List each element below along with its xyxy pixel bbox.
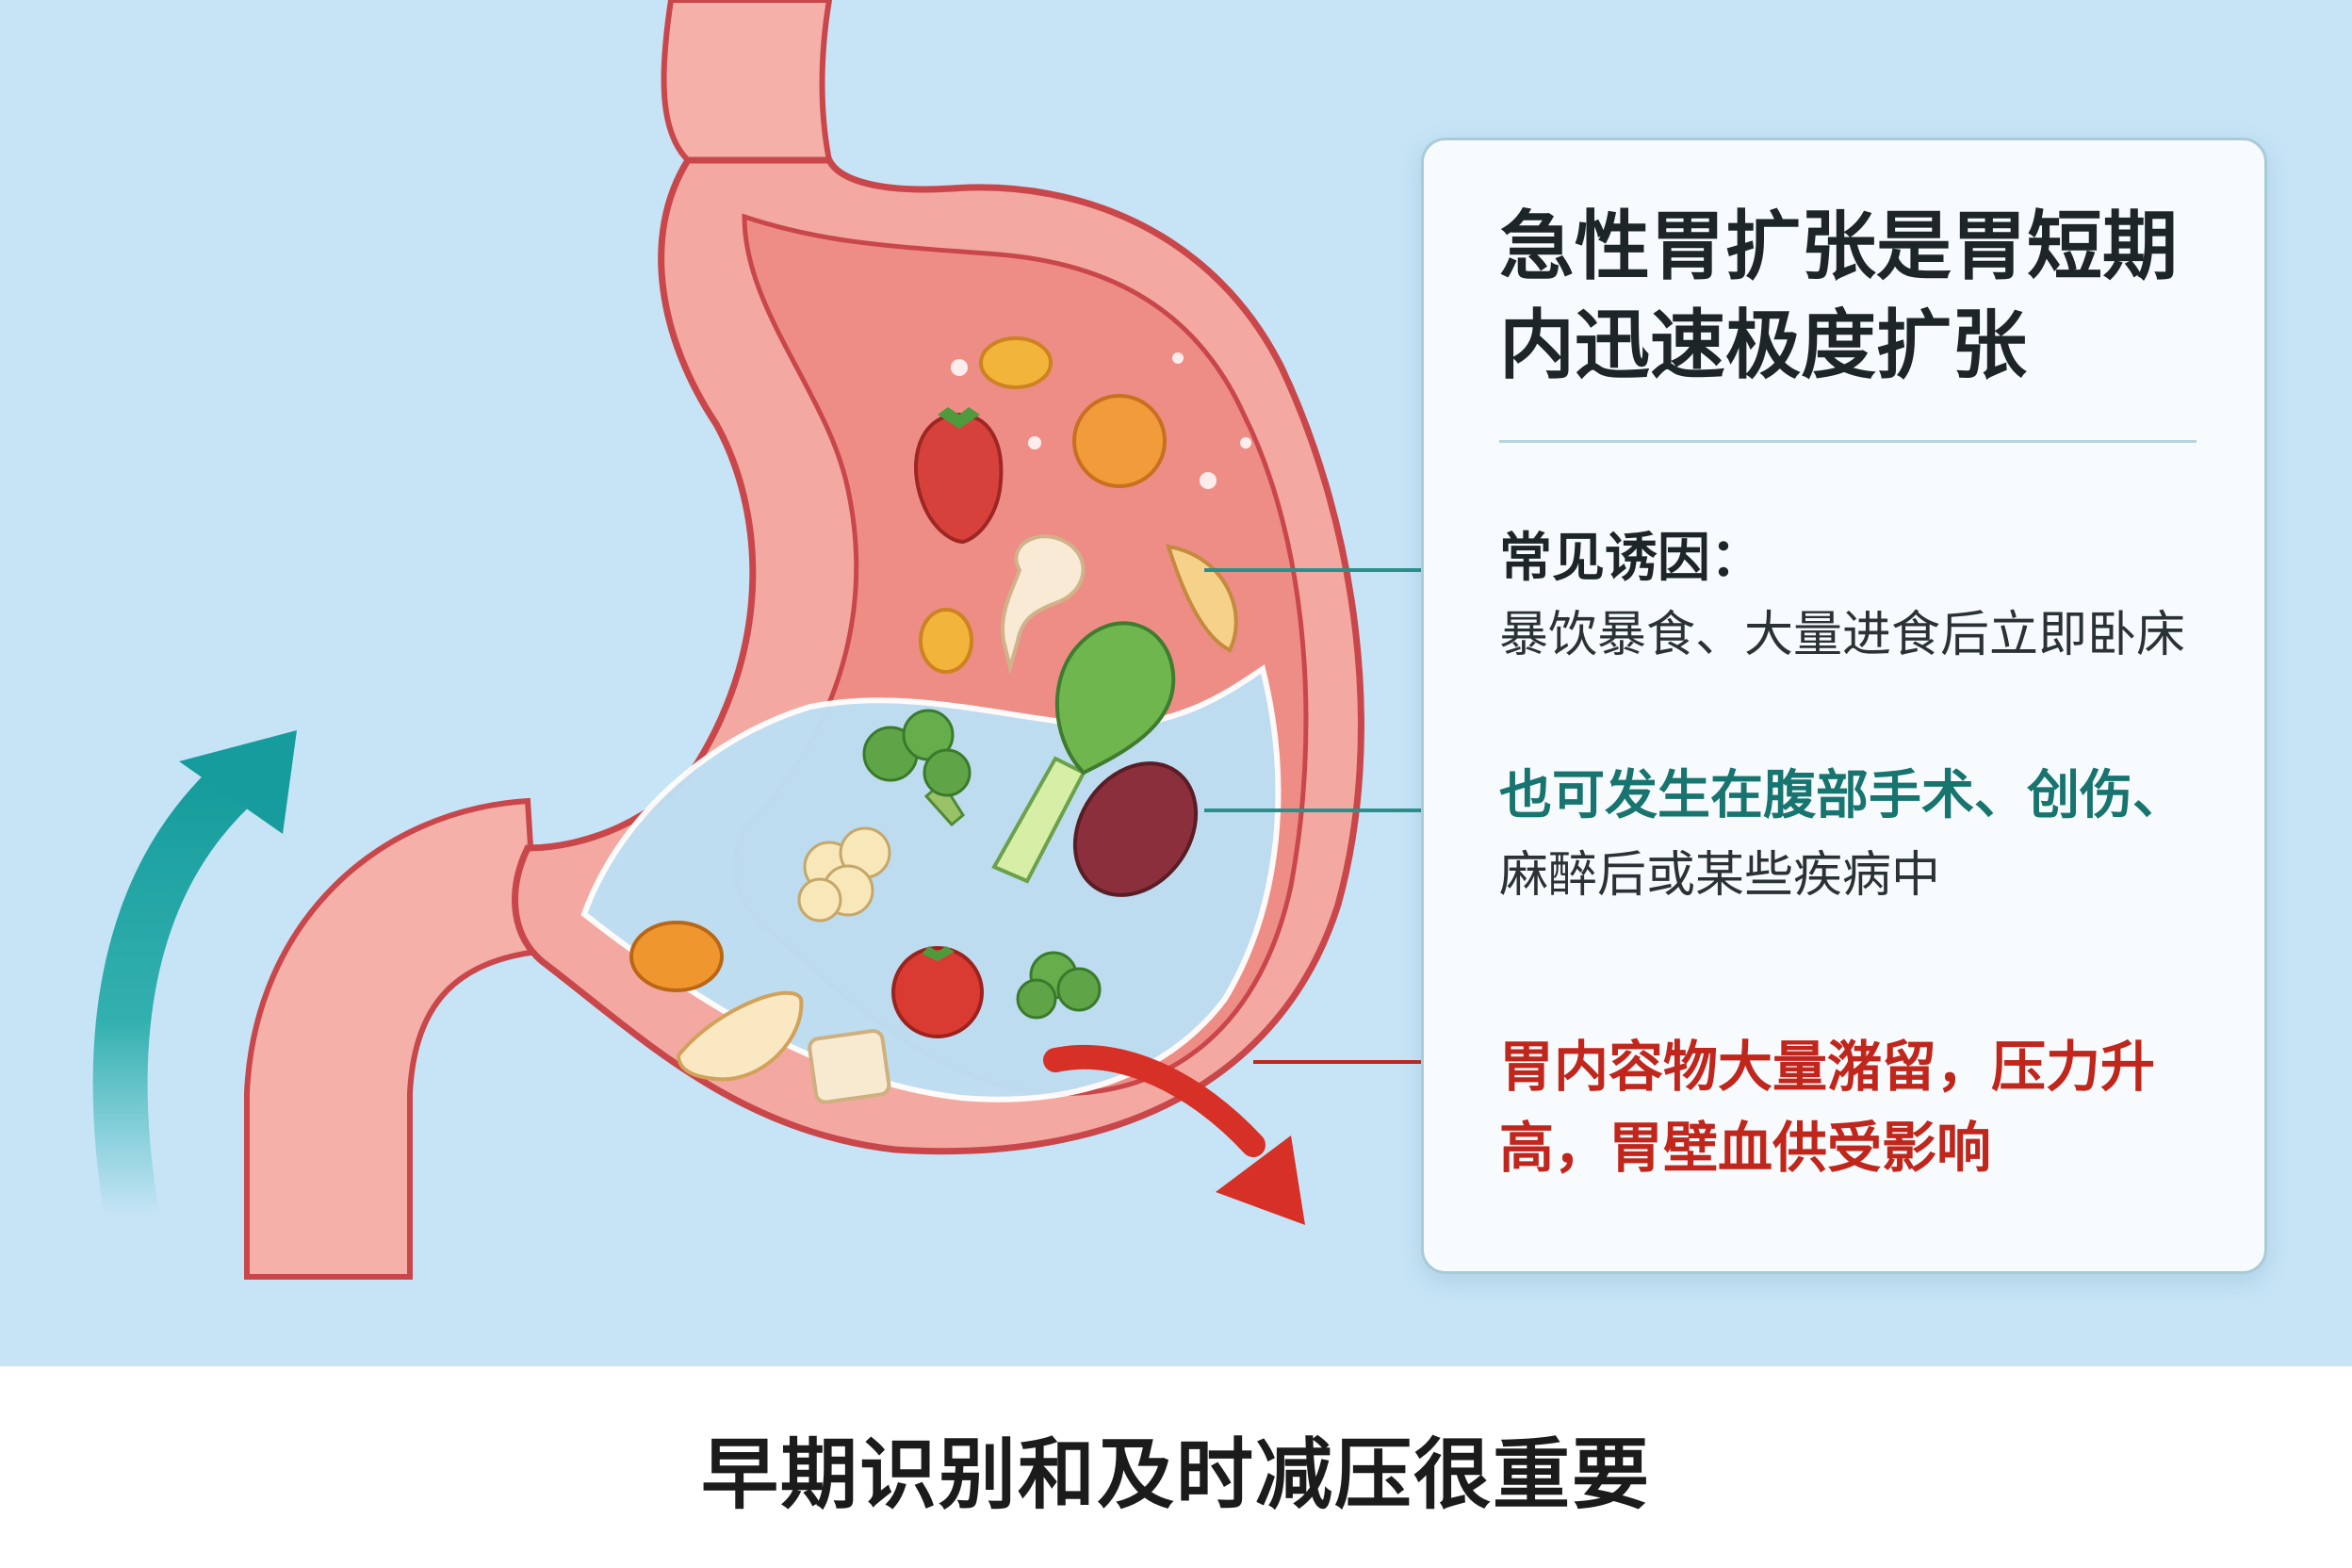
cauliflower-icon bbox=[797, 826, 891, 923]
consequence-line2: 高，胃壁血供受影响 bbox=[1499, 1116, 1992, 1180]
secondary-line2: 麻醉后或某些疾病中 bbox=[1499, 847, 1941, 904]
orange-slice-icon bbox=[1072, 394, 1167, 488]
stomach-illustration bbox=[92, 0, 1456, 1280]
apple-slice-icon bbox=[1001, 534, 1086, 675]
orange-slice-icon bbox=[919, 608, 973, 674]
orange-slice-icon bbox=[629, 921, 724, 992]
info-card: 急性胃扩张是胃短期 内迅速极度扩张 常见诱因： 暴饮暴食、大量进食后立即卧床 也… bbox=[1421, 138, 2267, 1274]
causes-section: 常见诱因： 暴饮暴食、大量进食后立即卧床 bbox=[1499, 521, 2253, 674]
orange-slice-icon bbox=[979, 336, 1053, 389]
card-title-line2: 内迅速极度扩张 bbox=[1499, 302, 2027, 389]
footer: 早期识别和及时减压很重要 bbox=[0, 1366, 2352, 1568]
apple-slice-icon bbox=[676, 990, 804, 1082]
consequence-section: 胃内容物大量潴留，压力升 高，胃壁血供受影响 bbox=[1499, 1026, 2253, 1188]
secondary-line1: 也可发生在腹部手术、创伤、 bbox=[1499, 765, 2185, 826]
card-title-line1: 急性胃扩张是胃短期 bbox=[1499, 203, 2178, 290]
consequence-line1: 胃内容物大量潴留，压力升 bbox=[1499, 1035, 2156, 1099]
causes-heading: 常见诱因： bbox=[1499, 528, 1763, 589]
card-title: 急性胃扩张是胃短期 内迅速极度扩张 bbox=[1499, 197, 2234, 395]
broccoli-icon bbox=[1016, 951, 1102, 1020]
secondary-section: 也可发生在腹部手术、创伤、 麻醉后或某些疾病中 bbox=[1499, 757, 2253, 915]
leafy-green-icon bbox=[991, 621, 1176, 884]
kidney-bean-icon bbox=[1072, 761, 1199, 897]
causes-text: 暴饮暴食、大量进食后立即卧床 bbox=[1499, 607, 2186, 663]
footer-text: 早期识别和及时减压很重要 bbox=[700, 1429, 1651, 1520]
bread-cube-icon bbox=[808, 1029, 891, 1104]
broccoli-icon bbox=[862, 709, 972, 827]
strawberry-icon bbox=[914, 407, 1004, 545]
down-arrow-icon bbox=[1043, 1044, 1305, 1225]
up-arrow-icon bbox=[92, 730, 297, 1243]
card-divider bbox=[1499, 440, 2197, 443]
apple-slice-icon bbox=[1166, 544, 1238, 653]
tomato-icon bbox=[891, 946, 984, 1038]
